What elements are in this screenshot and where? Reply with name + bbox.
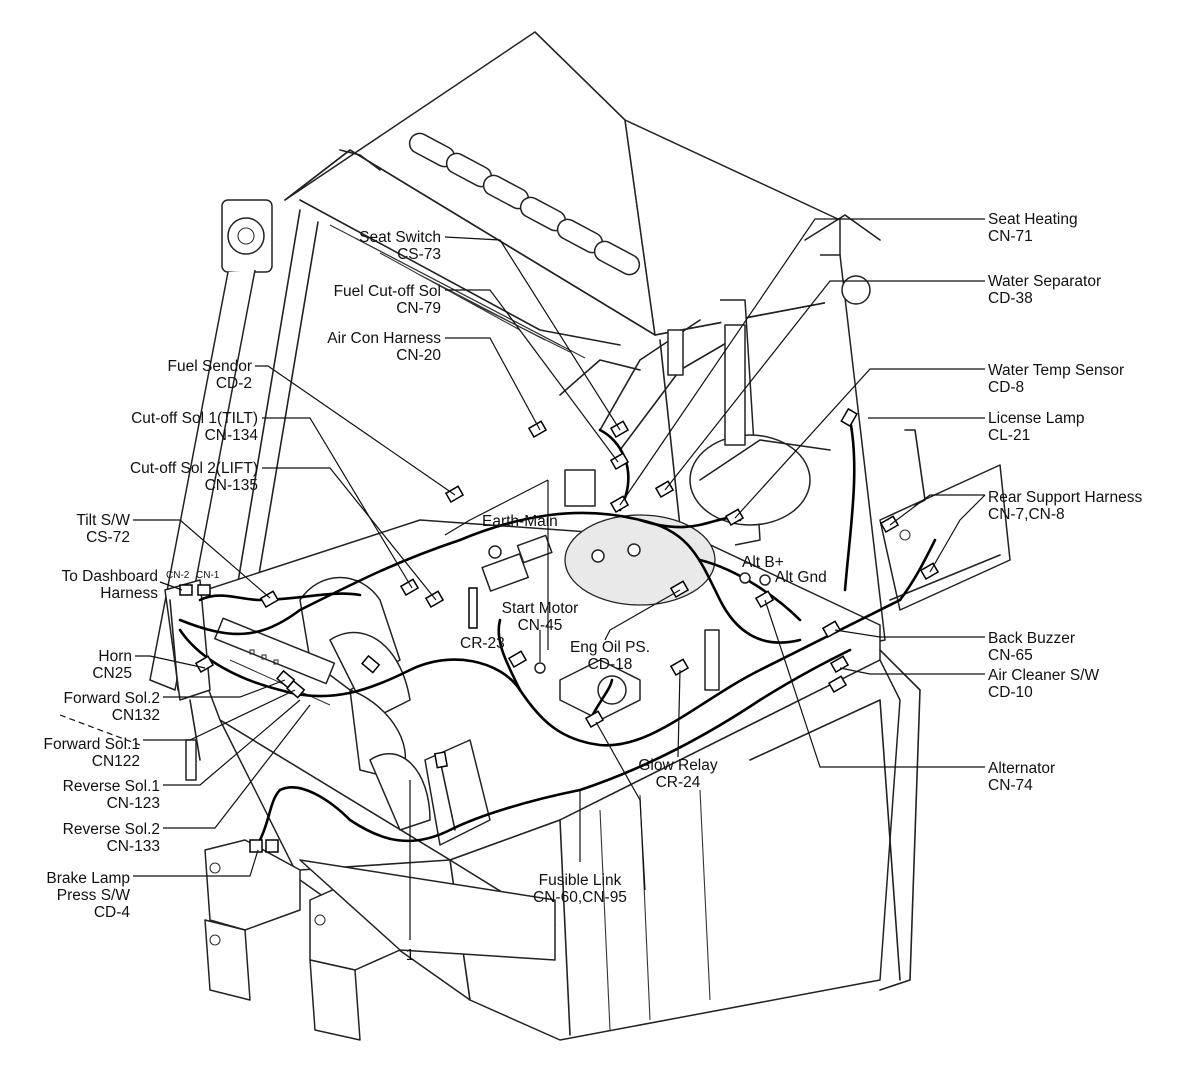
license-lamp-code: CL-21 (988, 427, 1030, 444)
rear-support (879, 464, 1011, 611)
forward-sol-1-code: CN122 (92, 753, 140, 770)
callout-air-cleaner-sw: Air Cleaner S/W CD-10 (988, 667, 1099, 701)
horn-code: CN25 (92, 665, 132, 682)
alternator-code: CN-74 (988, 777, 1033, 794)
license-lamp-label: License Lamp (988, 410, 1085, 427)
callout-seat-heating: Seat Heating CN-71 (988, 211, 1078, 245)
connectors (179, 407, 940, 853)
horn-label: Horn (98, 648, 132, 665)
callout-forward-sol-2: Forward Sol.2 CN132 (64, 690, 160, 724)
eng-oil-ps-label: Eng Oil PS. (570, 639, 650, 656)
callout-start-motor: Start Motor CN-45 (502, 600, 579, 634)
water-separator-code: CD-38 (988, 290, 1033, 307)
air-cleaner-sw-label: Air Cleaner S/W (988, 667, 1099, 684)
alt-b-label: Alt B+ (742, 554, 784, 571)
callout-brake-lamp: Brake Lamp Press S/W CD-4 (46, 870, 130, 921)
water-separator-label: Water Separator (988, 273, 1101, 290)
to-dashboard-label: To Dashboard (61, 568, 158, 585)
cn1-label: CN-1 (196, 570, 220, 581)
water-temp-sensor-code: CD-8 (988, 379, 1024, 396)
reverse-sol-1-code: CN-123 (107, 795, 160, 812)
cutoff-sol-1-label: Cut-off Sol 1(TILT) (131, 410, 258, 427)
glow-relay-label: Glow Relay (638, 757, 717, 774)
leader-lines (59, 218, 986, 940)
callout-fusible-link: Fusible Link CN-60,CN-95 (533, 872, 627, 906)
alternator-label: Alternator (988, 760, 1055, 777)
back-buzzer-code: CN-65 (988, 647, 1033, 664)
earth-main-label: Earth-Main (482, 513, 558, 530)
callout-alternator: Alternator CN-74 (988, 760, 1055, 794)
callout-license-lamp: License Lamp CL-21 (988, 410, 1085, 444)
wiring-harness (178, 418, 937, 843)
callout-water-temp-sensor: Water Temp Sensor CD-8 (988, 362, 1124, 396)
glow-relay-code: CR-24 (656, 774, 701, 791)
callout-eng-oil-ps: Eng Oil PS. CD-18 (570, 639, 650, 673)
callout-glow-relay: Glow Relay CR-24 (638, 757, 717, 791)
cutoff-sol-1-code: CN-134 (205, 427, 259, 444)
rear-support-harness-label: Rear Support Harness (988, 489, 1142, 506)
air-con-harness-code: CN-20 (396, 347, 441, 364)
callout-fuel-sendor: Fuel Sendor CD-2 (168, 358, 252, 392)
fusible-link-label: Fusible Link (539, 872, 622, 889)
cutoff-sol-2-code: CN-135 (205, 477, 258, 494)
forward-sol-2-code: CN132 (112, 707, 160, 724)
seat-heating-label: Seat Heating (988, 211, 1078, 228)
callout-fuel-cutoff-sol: Fuel Cut-off Sol CN-79 (334, 283, 441, 317)
tilt-sw-label: Tilt S/W (76, 512, 130, 529)
brake-lamp-label-2: Press S/W (57, 887, 131, 904)
eng-oil-ps-code: CD-18 (588, 656, 633, 673)
callout-horn: Horn CN25 (92, 648, 132, 682)
left-mount (204, 839, 301, 931)
callout-reverse-sol-2: Reverse Sol.2 CN-133 (63, 821, 160, 855)
start-motor-label: Start Motor (502, 600, 579, 617)
seat-switch-code: CS-73 (397, 246, 441, 263)
callout-cutoff-sol-2: Cut-off Sol 2(LIFT) CN-135 (130, 460, 258, 494)
fuel-cutoff-sol-code: CN-79 (396, 300, 441, 317)
callout-reverse-sol-1: Reverse Sol.1 CN-123 (63, 778, 160, 812)
machine-drawing (149, 31, 1011, 1041)
alt-gnd-label: Alt Gnd (775, 569, 827, 586)
item-number-label: 1 (406, 947, 415, 964)
brake-lamp-label: Brake Lamp (46, 870, 130, 887)
to-dashboard-code: Harness (100, 585, 158, 602)
rear-support-harness-code: CN-7,CN-8 (988, 506, 1065, 523)
start-motor-code: CN-45 (518, 617, 563, 634)
fuel-sendor-label: Fuel Sendor (168, 358, 252, 375)
callout-forward-sol-1: Forward Sol.1 CN122 (44, 736, 140, 770)
air-con-harness-label: Air Con Harness (327, 330, 441, 347)
fuel-cutoff-sol-label: Fuel Cut-off Sol (334, 283, 441, 300)
forward-sol-1-label: Forward Sol.1 (44, 736, 140, 753)
callout-air-con-harness: Air Con Harness CN-20 (327, 330, 441, 364)
reverse-sol-1-label: Reverse Sol.1 (63, 778, 160, 795)
seat-switch-label: Seat Switch (359, 229, 441, 246)
callout-seat-switch: Seat Switch CS-73 (359, 229, 441, 263)
water-temp-sensor-label: Water Temp Sensor (988, 362, 1124, 379)
callout-water-separator: Water Separator CD-38 (988, 273, 1101, 307)
reverse-sol-2-code: CN-133 (107, 838, 160, 855)
fusible-link-code: CN-60,CN-95 (533, 889, 627, 906)
seat-heating-code: CN-71 (988, 228, 1033, 245)
back-buzzer-label: Back Buzzer (988, 630, 1075, 647)
roof-slots (408, 132, 641, 276)
brake-lamp-code: CD-4 (94, 904, 131, 921)
fuel-sendor-code: CD-2 (216, 375, 252, 392)
cn2-label: CN-2 (166, 570, 190, 581)
callout-cutoff-sol-1: Cut-off Sol 1(TILT) CN-134 (131, 410, 258, 444)
air-cleaner-sw-code: CD-10 (988, 684, 1033, 701)
reverse-sol-2-label: Reverse Sol.2 (63, 821, 160, 838)
callout-back-buzzer: Back Buzzer CN-65 (988, 630, 1075, 664)
forward-sol-2-label: Forward Sol.2 (64, 690, 160, 707)
cutoff-sol-2-label: Cut-off Sol 2(LIFT) (130, 460, 258, 477)
cr-23-label: CR-23 (460, 635, 505, 652)
callout-tilt-sw: Tilt S/W CS-72 (76, 512, 130, 546)
tilt-sw-code: CS-72 (86, 529, 130, 546)
callout-rear-support-harness: Rear Support Harness CN-7,CN-8 (988, 489, 1142, 523)
callout-to-dashboard-harness: To Dashboard Harness (61, 568, 158, 602)
